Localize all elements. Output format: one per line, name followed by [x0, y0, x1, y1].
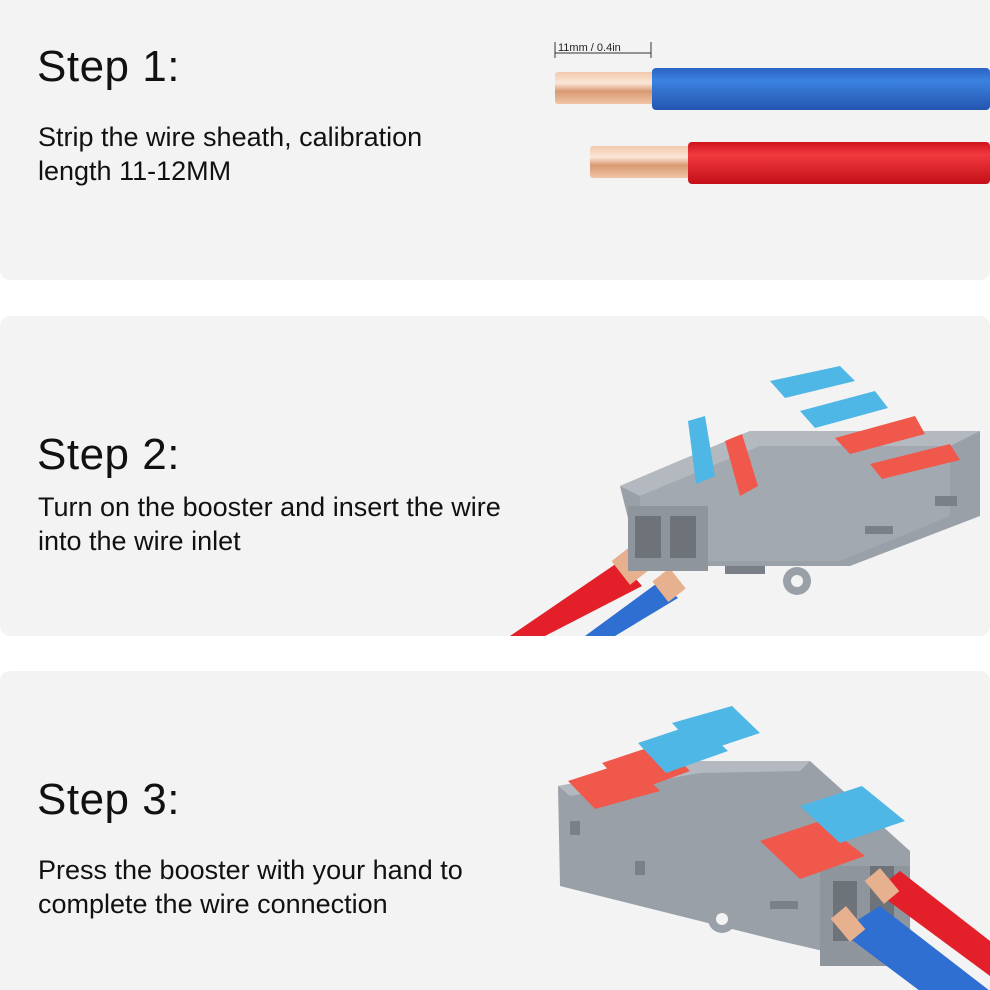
red-wire: [590, 142, 990, 184]
levers: [688, 366, 960, 496]
step-2-title: Step 2:: [37, 430, 180, 479]
step-1-title: Step 1:: [37, 42, 180, 91]
levers-front: [760, 786, 905, 879]
connector-closed-illustration: [558, 706, 990, 990]
measure-label: 11mm / 0.4in: [558, 42, 621, 54]
stripped-wires-illustration: 11mm / 0.4in: [554, 42, 990, 184]
connector-open-illustration: [510, 366, 980, 636]
step-2-description: Turn on the booster and insert the wire …: [38, 492, 501, 556]
measure-bracket: 11mm / 0.4in: [554, 42, 652, 58]
blue-wire: [555, 68, 990, 110]
levers-back: [568, 706, 760, 809]
step-1-description: Strip the wire sheath, calibration lengt…: [38, 122, 423, 186]
connected-wires: [830, 868, 990, 990]
step-3-panel: Step 3: Press the booster with your hand…: [0, 671, 990, 990]
step-1-panel: Step 1: Strip the wire sheath, calibrati…: [0, 0, 990, 280]
step-3-title: Step 3:: [37, 775, 180, 824]
step-3-description: Press the booster with your hand to comp…: [38, 855, 463, 919]
step-2-panel: Step 2: Turn on the booster and insert t…: [0, 316, 990, 636]
